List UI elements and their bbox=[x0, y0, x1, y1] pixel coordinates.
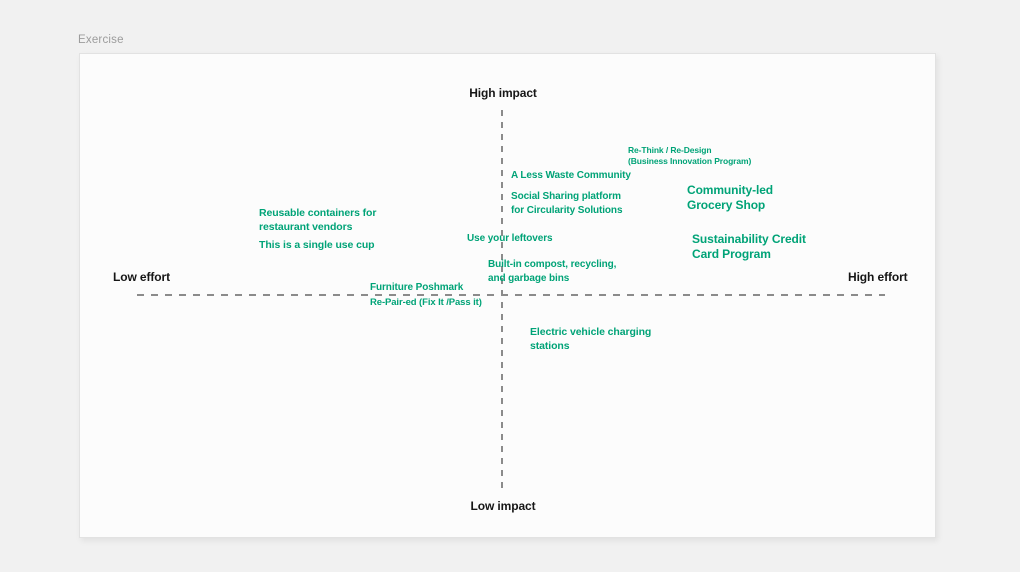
note-social-sharing-platform[interactable]: Social Sharing platform for Circularity … bbox=[511, 191, 623, 216]
note-re-pair-ed[interactable]: Re-Pair-ed (Fix It /Pass it) bbox=[370, 297, 482, 308]
frame-title[interactable]: Exercise bbox=[78, 34, 124, 46]
note-less-waste-community[interactable]: A Less Waste Community bbox=[511, 170, 631, 181]
note-use-your-leftovers[interactable]: Use your leftovers bbox=[467, 233, 553, 244]
axis-label-low-effort: Low effort bbox=[113, 270, 170, 284]
note-single-use-cup[interactable]: This is a single use cup bbox=[259, 239, 375, 251]
note-sustainability-credit-card[interactable]: Sustainability Credit Card Program bbox=[692, 232, 806, 261]
note-community-led-grocery[interactable]: Community-led Grocery Shop bbox=[687, 183, 774, 212]
axis-label-high-impact: High impact bbox=[469, 86, 537, 100]
vertical-axis-line bbox=[501, 110, 503, 490]
note-rethink-redesign[interactable]: Re-Think / Re-Design (Business Innovatio… bbox=[628, 145, 752, 166]
horizontal-axis-line bbox=[137, 294, 885, 296]
note-ev-charging-stations[interactable]: Electric vehicle charging stations bbox=[530, 326, 652, 352]
note-furniture-poshmark[interactable]: Furniture Poshmark bbox=[370, 282, 464, 293]
note-reusable-containers[interactable]: Reusable containers for restaurant vendo… bbox=[259, 207, 377, 233]
axis-label-high-effort: High effort bbox=[848, 270, 908, 284]
axis-label-low-impact: Low impact bbox=[470, 499, 536, 513]
note-built-in-compost[interactable]: Built-in compost, recycling, and garbage… bbox=[488, 259, 617, 284]
